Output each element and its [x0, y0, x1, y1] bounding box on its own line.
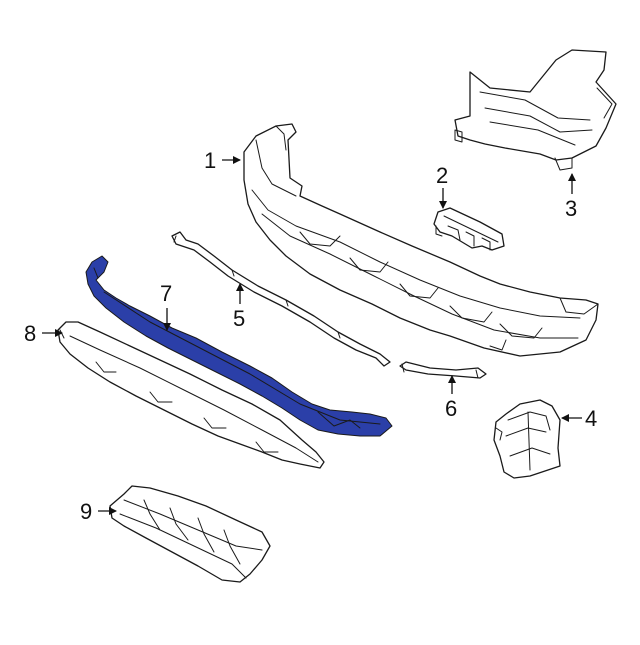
- callout-label-5: 5: [233, 306, 245, 331]
- callout-label-6: 6: [445, 396, 457, 421]
- callout-label-4: 4: [585, 406, 597, 431]
- callout-2: 2: [436, 163, 448, 209]
- callout-1: 1: [204, 148, 241, 173]
- callout-4: 4: [561, 406, 597, 431]
- callout-label-8: 8: [24, 321, 36, 346]
- callout-8: 8: [24, 321, 63, 346]
- callout-6: 6: [445, 375, 457, 421]
- callout-label-1: 1: [204, 148, 216, 173]
- callout-label-3: 3: [565, 196, 577, 221]
- part-8-diffuser[interactable]: [57, 321, 325, 469]
- part-5-molding[interactable]: [171, 231, 391, 367]
- callout-5: 5: [233, 283, 245, 331]
- callout-7: 7: [160, 281, 172, 331]
- callout-label-9: 9: [80, 499, 92, 524]
- callout-3: 3: [565, 173, 577, 221]
- callout-label-7: 7: [160, 281, 172, 306]
- part-2-bracket[interactable]: [433, 207, 505, 251]
- part-7-fill: [85, 255, 393, 437]
- callout-label-2: 2: [436, 163, 448, 188]
- part-4-bracket[interactable]: [493, 399, 561, 479]
- callout-9: 9: [80, 499, 117, 524]
- part-3-bracket[interactable]: [454, 49, 617, 171]
- part-9-skid-plate[interactable]: [109, 485, 271, 583]
- part-7-valance-highlighted[interactable]: [85, 255, 393, 437]
- part-6-molding[interactable]: [399, 361, 487, 379]
- part-1-bumper-cover[interactable]: [243, 123, 599, 357]
